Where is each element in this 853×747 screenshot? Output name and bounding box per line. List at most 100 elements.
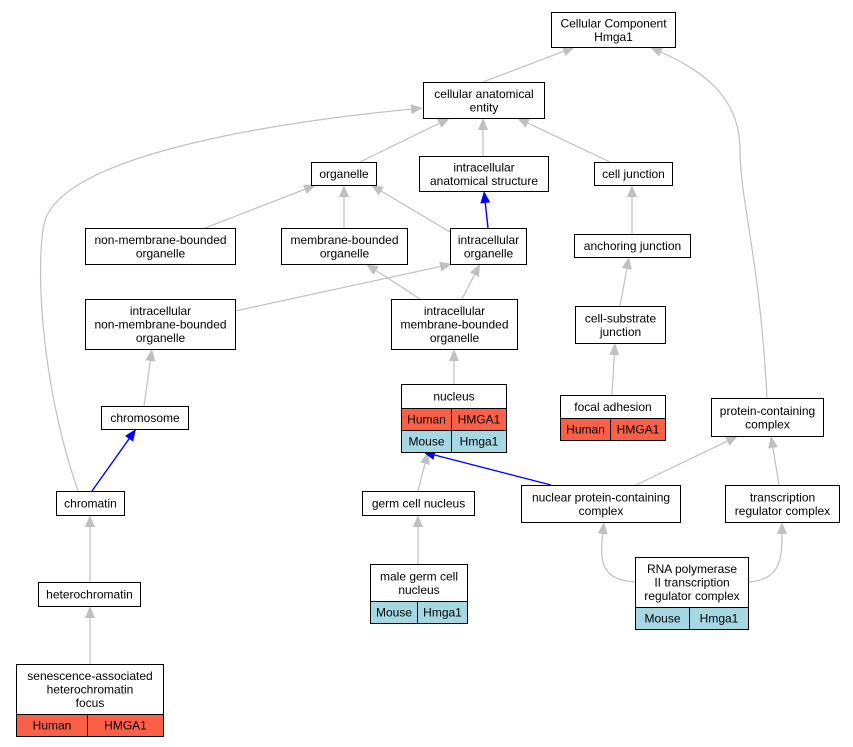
- gene-label: HMGA1: [104, 719, 147, 733]
- node-box: [401, 384, 507, 409]
- node-label-line: intracellular: [130, 304, 191, 318]
- node-box: [521, 485, 681, 523]
- node-sahf[interactable]: senescence-associatedheterochromatinfocu…: [16, 664, 164, 737]
- edge-chromosome-to-inmbo: [143, 349, 156, 407]
- node-label-line: entity: [470, 100, 499, 114]
- gene-label: HMGA1: [617, 423, 660, 437]
- node-label-line: heterochromatin: [46, 588, 133, 602]
- edge-arrowhead: [478, 118, 488, 130]
- node-label-line: membrane-bounded: [400, 318, 508, 332]
- edge-arrowhead: [621, 257, 632, 270]
- node-hetero[interactable]: heterochromatin: [38, 582, 141, 607]
- node-label-line: regulator complex: [735, 504, 830, 518]
- node-label-line: intracellular: [424, 304, 485, 318]
- node-label-line: heterochromatin: [47, 683, 134, 697]
- node-label-line: RNA polymerase: [647, 562, 737, 576]
- edge-germ-to-nucleus: [417, 452, 430, 492]
- edge-sahf-to-hetero: [85, 606, 95, 664]
- edge-io-to-organelle: [371, 185, 451, 233]
- node-label-line: organelle: [136, 246, 186, 260]
- edge-line: [234, 265, 441, 312]
- node-celljunction[interactable]: cell junction: [594, 162, 673, 186]
- edge-line: [484, 202, 489, 229]
- node-germ[interactable]: germ cell nucleus: [362, 491, 475, 516]
- edge-arrowhead: [145, 349, 156, 362]
- node-label-line: senescence-associated: [27, 669, 152, 683]
- node-inmbo[interactable]: intracellularnon-membrane-boundedorganel…: [85, 299, 236, 350]
- gene-cell: [610, 418, 666, 441]
- node-label-line: protein-containing: [720, 404, 815, 418]
- node-chromatin[interactable]: chromatin: [56, 491, 125, 516]
- edge-npcc-to-pcc: [635, 436, 738, 486]
- node-label-line: intracellular: [458, 233, 519, 247]
- edge-rnap-to-npcc: [597, 522, 636, 583]
- edge-line: [461, 274, 476, 300]
- node-label-line: Cellular Component: [560, 16, 667, 30]
- node-box: [281, 228, 408, 265]
- node-box: [85, 299, 236, 350]
- edge-nmbo-to-organelle: [204, 184, 316, 229]
- node-label-line: organelle: [464, 246, 514, 260]
- node-label-line: cell junction: [602, 167, 665, 181]
- edge-ias-to-cae: [478, 118, 488, 156]
- edge-arrowhead: [410, 104, 423, 115]
- edge-line: [482, 50, 564, 83]
- node-label-line: cell-substrate: [585, 311, 657, 325]
- edge-line: [91, 438, 130, 492]
- edge-arrowhead: [725, 436, 738, 446]
- edge-arrowhead: [777, 522, 787, 534]
- edge-arrowhead: [517, 118, 530, 128]
- edge-line: [772, 447, 780, 486]
- node-label-line: non-membrane-bounded: [94, 233, 226, 247]
- node-anchoring[interactable]: anchoring junction: [574, 234, 691, 258]
- edge-imbo-to-mbo: [366, 264, 421, 300]
- edge-inmbo-to-io: [234, 261, 452, 312]
- gene-label: HMGA1: [458, 413, 501, 427]
- node-label-line: complex: [579, 504, 624, 518]
- node-label-line: II transcription: [654, 576, 729, 590]
- edge-line: [619, 268, 628, 307]
- edge-mbo-to-organelle: [339, 185, 349, 228]
- edge-arrowhead: [597, 522, 608, 535]
- node-box: [551, 12, 676, 48]
- node-organelle[interactable]: organelle: [311, 162, 377, 186]
- node-label-line: organelle: [319, 167, 369, 181]
- edge-focal-to-csj: [609, 343, 620, 396]
- edge-line: [660, 51, 768, 399]
- edge-csj-to-anchoring: [619, 257, 632, 307]
- edge-line: [204, 188, 306, 229]
- node-box: [311, 162, 377, 186]
- edge-arrowhead: [85, 606, 95, 618]
- gene-cell: [417, 601, 468, 624]
- edge-arrowhead: [650, 47, 663, 57]
- edge-arrowhead: [480, 191, 491, 204]
- node-label-line: nuclear protein-containing: [532, 490, 670, 504]
- edge-chromatin-to-cae: [39, 104, 423, 492]
- node-chromosome[interactable]: chromosome: [101, 406, 189, 430]
- node-box: [575, 306, 666, 344]
- edge-arrowhead: [371, 185, 384, 196]
- edge-line: [143, 360, 151, 407]
- node-label-line: organelle: [136, 331, 186, 345]
- edge-organelle-to-cae: [359, 118, 450, 163]
- node-box: [16, 664, 164, 715]
